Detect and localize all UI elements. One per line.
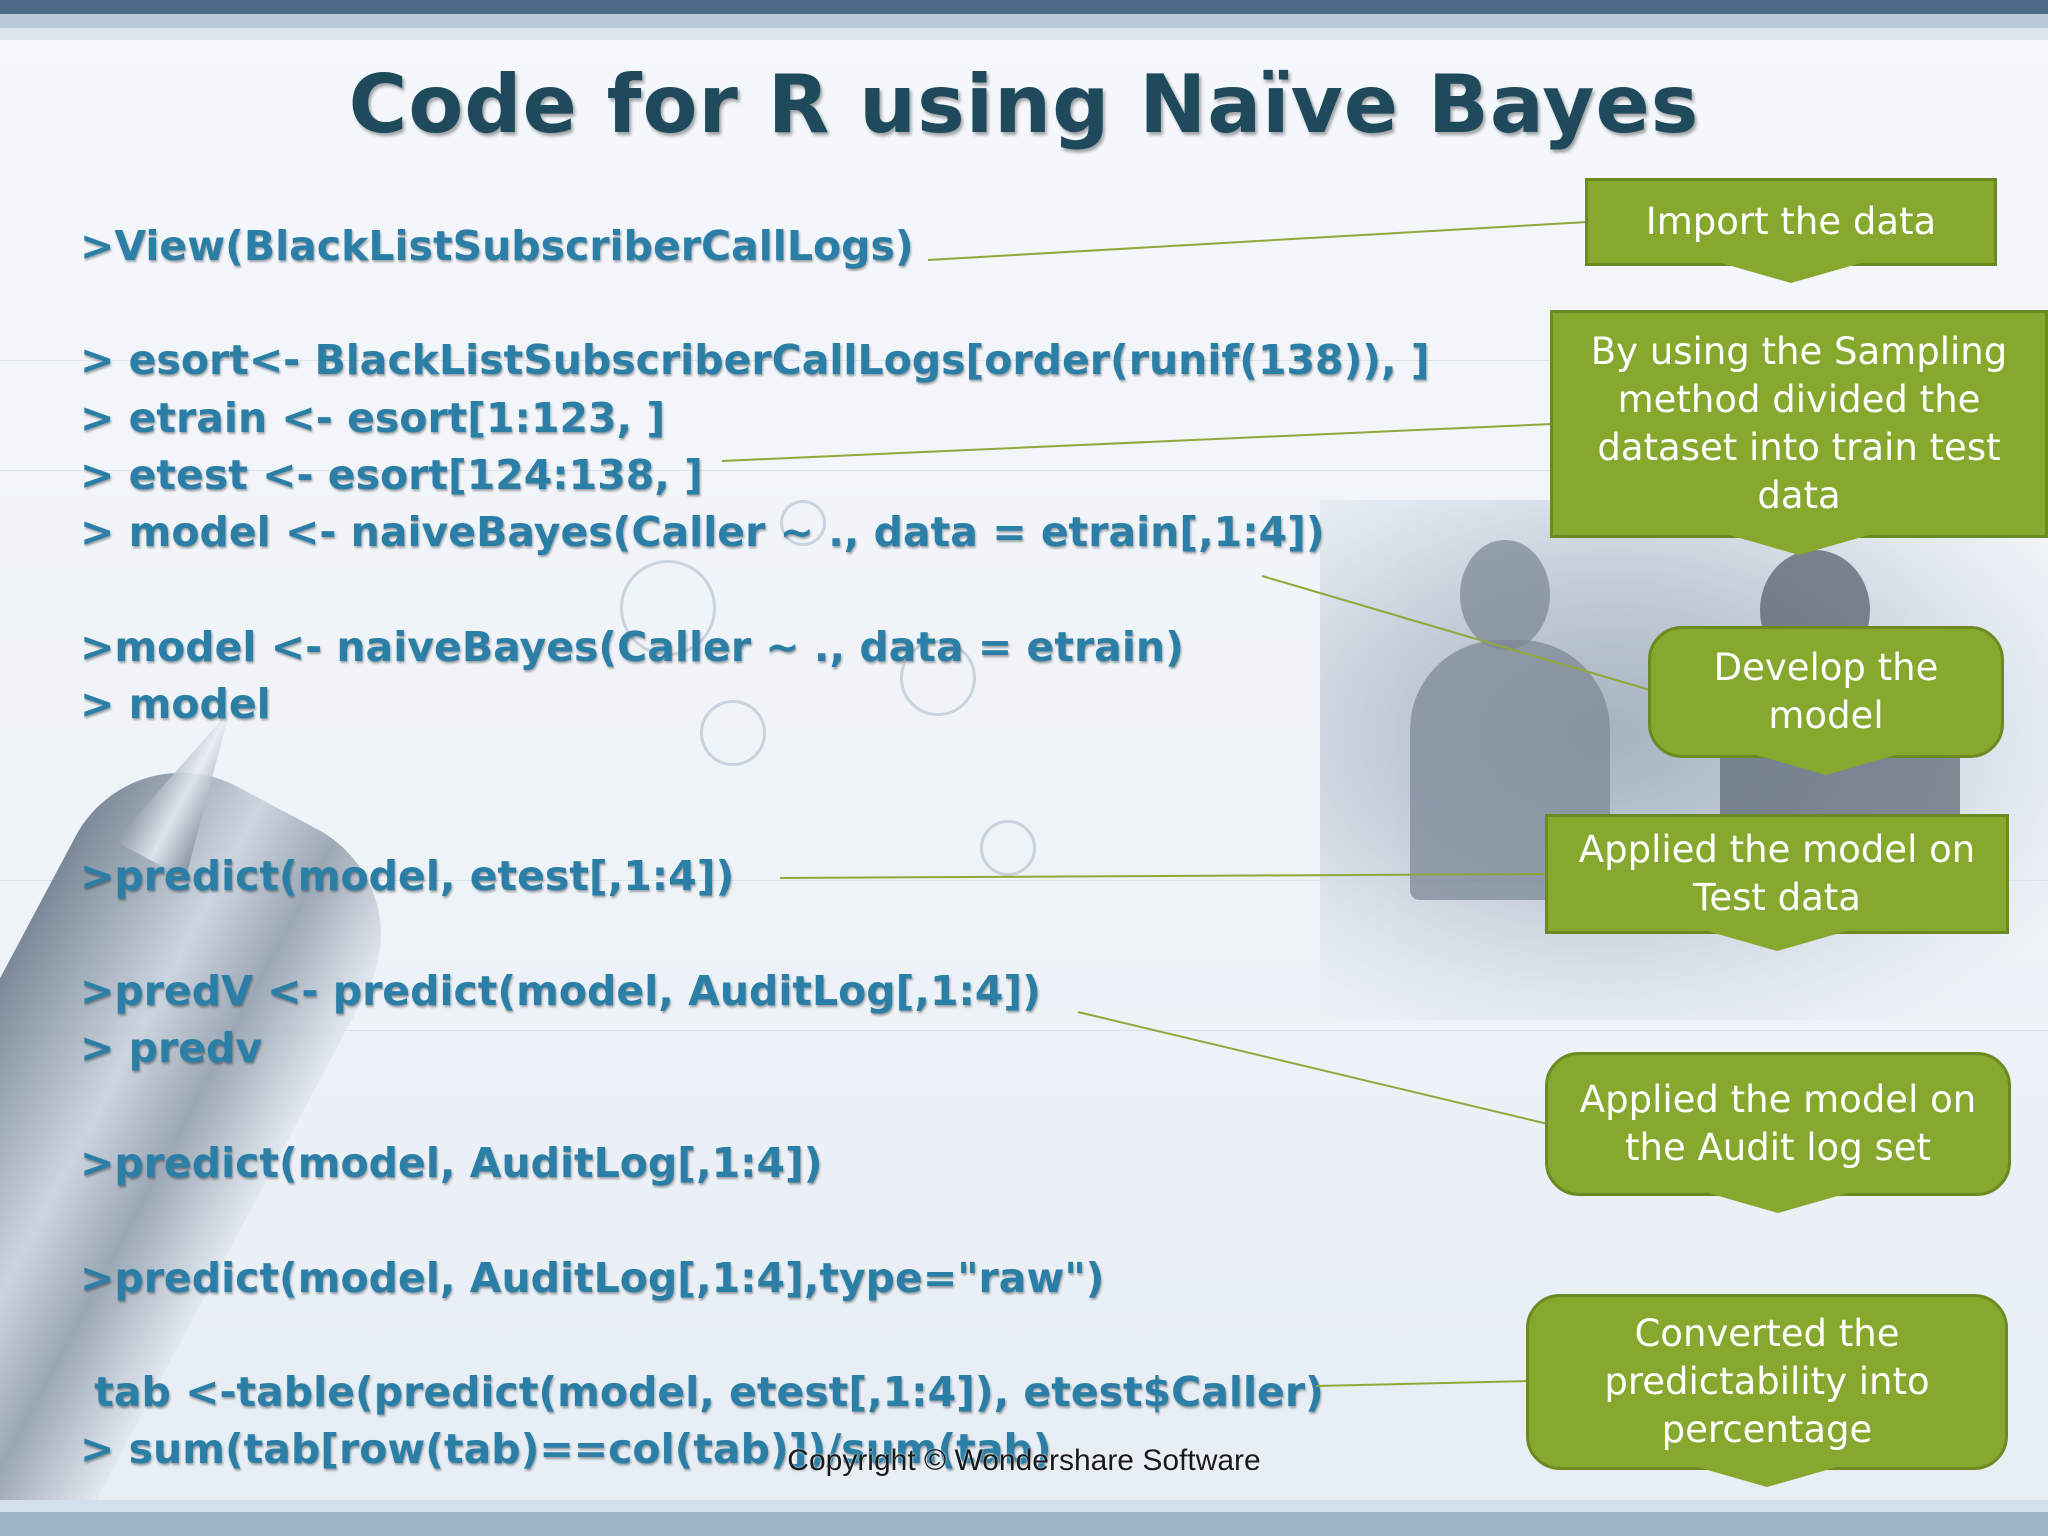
code-line: > etest <- esort[124:138, ] bbox=[80, 451, 703, 499]
gear-decoration bbox=[980, 820, 1036, 876]
callout-import-data: Import the data bbox=[1585, 178, 1997, 266]
callout-develop-model: Develop the model bbox=[1648, 626, 2004, 758]
gear-decoration bbox=[900, 640, 976, 716]
code-line: > esort<- BlackListSubscriberCallLogs[or… bbox=[80, 336, 1430, 384]
code-line: >model <- naiveBayes(Caller ~ ., data = … bbox=[80, 623, 1184, 671]
top-bar-accent bbox=[0, 14, 2048, 28]
bottom-bar bbox=[0, 1512, 2048, 1536]
connector-test bbox=[779, 873, 1546, 879]
connector-audit bbox=[1077, 1011, 1549, 1125]
code-line: >predict(model, AuditLog[,1:4],type="raw… bbox=[80, 1254, 1105, 1302]
background-line bbox=[0, 470, 2048, 471]
gear-decoration bbox=[700, 700, 766, 766]
gear-decoration bbox=[620, 560, 716, 656]
code-line: >View(BlackListSubscriberCallLogs) bbox=[80, 222, 914, 270]
code-line: > model bbox=[80, 680, 271, 728]
code-line: >predict(model, etest[,1:4]) bbox=[80, 852, 735, 900]
person-head bbox=[1460, 540, 1550, 650]
code-line: > etrain <- esort[1:123, ] bbox=[80, 394, 666, 442]
connector-percentage bbox=[1315, 1380, 1529, 1387]
code-line: > predv bbox=[80, 1024, 263, 1072]
background-line bbox=[0, 360, 2048, 361]
connector-develop bbox=[1261, 575, 1651, 691]
code-line: tab <-table(predict(model, etest[,1:4]),… bbox=[80, 1368, 1324, 1416]
background-line bbox=[0, 1030, 2048, 1031]
top-bar-light bbox=[0, 28, 2048, 40]
code-line: > sum(tab[row(tab)==col(tab)])/sum(tab) bbox=[80, 1425, 1052, 1473]
top-bar bbox=[0, 0, 2048, 14]
code-line: > model <- naiveBayes(Caller ~ ., data =… bbox=[80, 508, 1325, 556]
slide-title: Code for R using Naïve Bayes bbox=[348, 58, 1700, 151]
gear-decoration bbox=[780, 500, 826, 546]
callout-test-data: Applied the model on Test data bbox=[1545, 814, 2009, 934]
code-line: >predV <- predict(model, AuditLog[,1:4]) bbox=[80, 967, 1041, 1015]
copyright-footer: Copyright © Wondershare Software bbox=[787, 1444, 1261, 1477]
callout-sampling: By using the Sampling method divided the… bbox=[1550, 310, 2048, 538]
bottom-bar-light bbox=[0, 1500, 2048, 1512]
callout-audit-log: Applied the model on the Audit log set bbox=[1545, 1052, 2011, 1196]
code-line: >predict(model, AuditLog[,1:4]) bbox=[80, 1139, 823, 1187]
connector-sampling bbox=[721, 423, 1553, 462]
callout-percentage: Converted the predictability into percen… bbox=[1526, 1294, 2008, 1470]
background-line bbox=[0, 880, 2048, 881]
connector-import bbox=[927, 221, 1589, 261]
